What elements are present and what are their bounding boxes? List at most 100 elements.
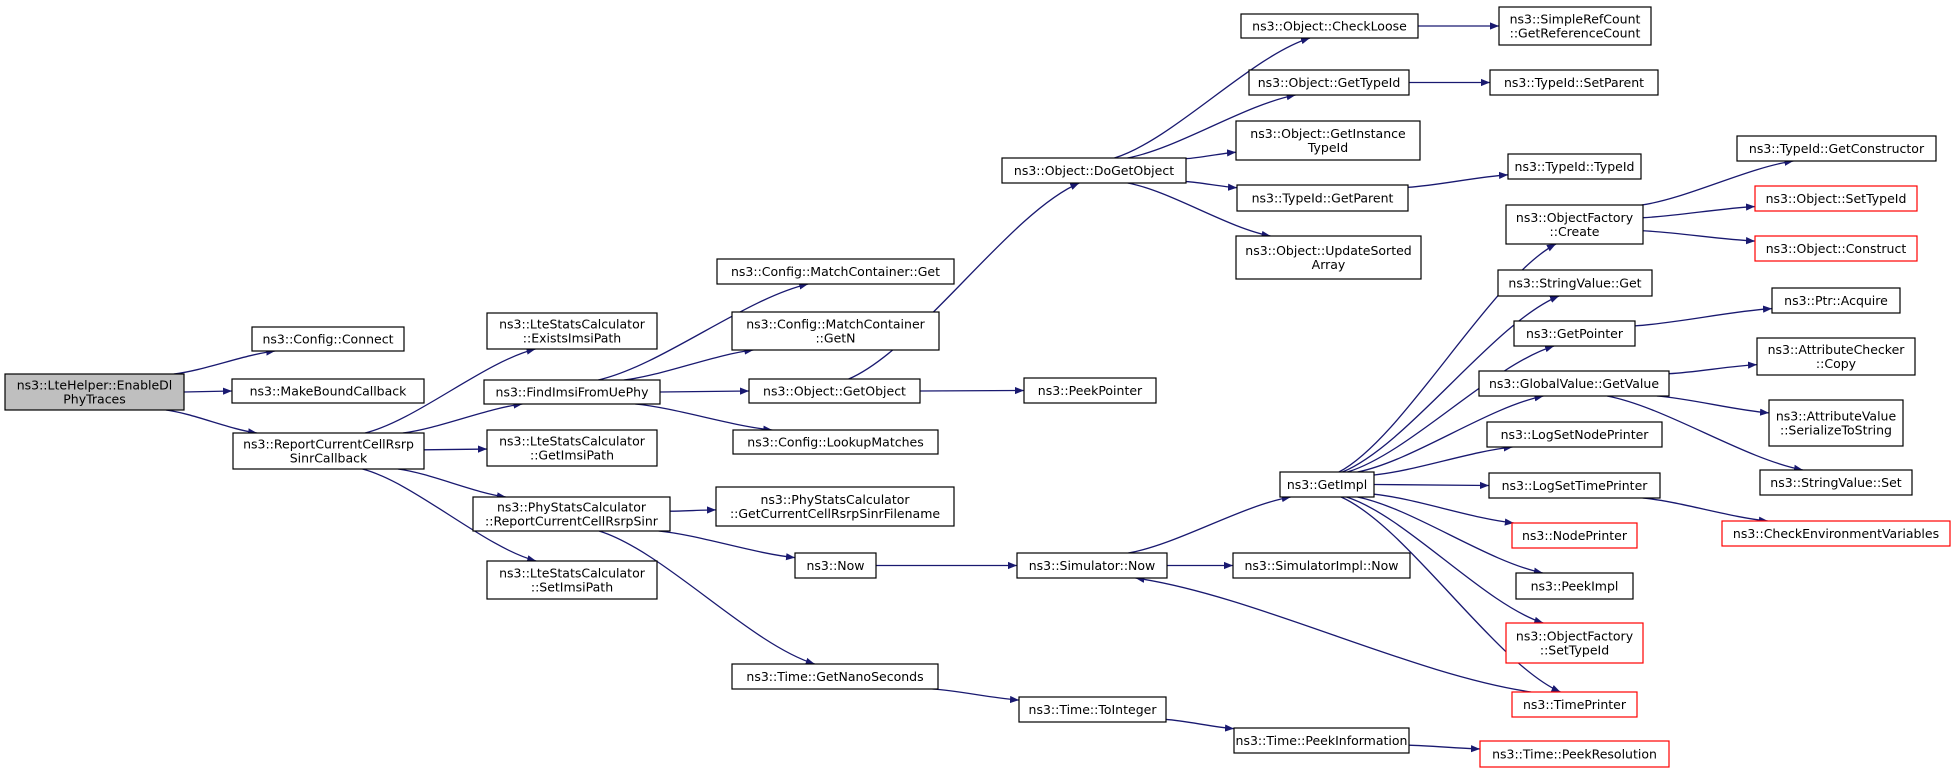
node-av-serialize[interactable]: ns3::AttributeValue::SerializeToString — [1768, 399, 1904, 447]
edge-line — [1357, 394, 1544, 473]
edge-line — [362, 468, 537, 563]
node-label: ns3::ObjectFactory — [1516, 629, 1634, 644]
edge-line — [1340, 496, 1561, 693]
node-label: ns3::GetPointer — [1526, 326, 1624, 341]
node-exists-imsi[interactable]: ns3::LteStatsCalculator::ExistsImsiPath — [486, 312, 658, 350]
edge-report-cb-to-get-imsi-path — [423, 445, 488, 453]
node-of-set-type-id[interactable]: ns3::ObjectFactory::SetTypeId — [1505, 622, 1644, 664]
node-phy-report[interactable]: ns3::PhyStatsCalculator::ReportCurrentCe… — [472, 496, 671, 532]
node-box — [1233, 727, 1410, 754]
node-to-integer[interactable]: ns3::Time::ToInteger — [1018, 696, 1167, 723]
edge-line — [932, 688, 1020, 704]
edge-line — [1347, 345, 1555, 473]
node-sim-now[interactable]: ns3::Simulator::Now — [1016, 552, 1168, 579]
node-now[interactable]: ns3::Now — [794, 552, 877, 579]
node-tid-get-parent[interactable]: ns3::TypeId::GetParent — [1236, 184, 1409, 212]
node-tid-get-ctor[interactable]: ns3::TypeId::GetConstructor — [1736, 135, 1937, 162]
node-get-impl[interactable]: ns3::GetImpl — [1279, 471, 1375, 498]
node-get-nano[interactable]: ns3::Time::GetNanoSeconds — [731, 663, 939, 690]
node-box — [1754, 185, 1918, 212]
node-label: ::SetImsiPath — [531, 580, 613, 595]
edge-line — [658, 530, 796, 561]
edge-get-pointer-to-ptr-acquire — [1634, 305, 1773, 327]
node-label: ns3::Ptr::Acquire — [1784, 293, 1888, 308]
node-label: ns3::Time::ToInteger — [1029, 702, 1158, 717]
node-sim-impl-now[interactable]: ns3::SimulatorImpl::Now — [1232, 552, 1411, 579]
node-box — [1497, 269, 1653, 297]
node-mc-get-n[interactable]: ns3::Config::MatchContainer::GetN — [731, 311, 940, 351]
node-box — [486, 312, 658, 350]
edge-line — [1357, 496, 1543, 575]
node-ac-copy[interactable]: ns3::AttributeChecker::Copy — [1756, 337, 1916, 376]
edge-root-to-make-bound — [183, 387, 233, 395]
node-find-imsi[interactable]: ns3::FindImsiFromUePhy — [483, 379, 661, 405]
edge-line — [423, 445, 488, 453]
node-label: ns3::FindImsiFromUePhy — [496, 385, 650, 400]
edge-line — [598, 530, 815, 665]
node-obj-get-type-id[interactable]: ns3::Object::GetTypeId — [1248, 69, 1410, 96]
node-box — [1511, 522, 1638, 549]
edge-line — [1656, 395, 1770, 416]
node-label: ::SerializeToString — [1780, 423, 1892, 438]
node-peek-impl[interactable]: ns3::PeekImpl — [1515, 572, 1634, 600]
node-box — [1759, 469, 1913, 496]
node-peek-resolution[interactable]: ns3::Time::PeekResolution — [1479, 740, 1670, 768]
edge-do-get-object-to-obj-get-type-id — [1127, 93, 1296, 159]
node-of-create[interactable]: ns3::ObjectFactory::Create — [1505, 204, 1644, 245]
edge-line — [1342, 295, 1560, 473]
node-obj-get-object[interactable]: ns3::Object::GetObject — [748, 378, 921, 404]
node-get-ref-count[interactable]: ns3::SimpleRefCount::GetReferenceCount — [1498, 6, 1652, 46]
node-box — [1016, 552, 1168, 579]
node-label: ns3::LteStatsCalculator — [499, 434, 646, 449]
node-box — [1736, 135, 1937, 162]
node-label: ::SetTypeId — [1540, 643, 1609, 658]
node-make-bound[interactable]: ns3::MakeBoundCallback — [231, 378, 425, 404]
edge-line — [1642, 203, 1756, 219]
node-set-imsi-path[interactable]: ns3::LteStatsCalculator::SetImsiPath — [486, 560, 658, 600]
node-box — [1001, 157, 1187, 184]
node-lookup-matches[interactable]: ns3::Config::LookupMatches — [732, 429, 939, 455]
node-ptr-acquire[interactable]: ns3::Ptr::Acquire — [1771, 287, 1901, 314]
node-check-loose[interactable]: ns3::Object::CheckLoose — [1240, 13, 1419, 39]
node-label: ns3::SimpleRefCount — [1510, 12, 1641, 27]
edge-gv-get-value-to-sv-set — [1606, 395, 1804, 472]
node-label: ::GetReferenceCount — [1510, 26, 1641, 41]
node-label: ns3::LteStatsCalculator — [499, 566, 646, 581]
node-label: SinrCallback — [290, 451, 368, 466]
node-time-printer[interactable]: ns3::TimePrinter — [1511, 691, 1638, 718]
node-sv-set[interactable]: ns3::StringValue::Set — [1759, 469, 1913, 496]
node-label: PhyTraces — [63, 392, 126, 407]
node-sv-get[interactable]: ns3::StringValue::Get — [1497, 269, 1653, 297]
node-check-env[interactable]: ns3::CheckEnvironmentVariables — [1721, 520, 1951, 547]
node-label: ns3::MakeBoundCallback — [250, 384, 408, 399]
node-get-imsi-path[interactable]: ns3::LteStatsCalculator::GetImsiPath — [486, 429, 658, 467]
node-peek-info[interactable]: ns3::Time::PeekInformation — [1233, 727, 1410, 754]
node-tid-set-parent[interactable]: ns3::TypeId::SetParent — [1489, 69, 1659, 96]
node-label: ns3::ObjectFactory — [1516, 210, 1634, 225]
node-cfg-connect[interactable]: ns3::Config::Connect — [251, 326, 405, 352]
edge-line — [1114, 37, 1311, 159]
node-obj-set-type-id[interactable]: ns3::Object::SetTypeId — [1754, 185, 1918, 212]
node-tid-type-id[interactable]: ns3::TypeId::TypeId — [1507, 153, 1642, 180]
node-peek-pointer[interactable]: ns3::PeekPointer — [1023, 377, 1157, 404]
node-get-pointer[interactable]: ns3::GetPointer — [1513, 320, 1636, 347]
node-box — [486, 429, 658, 467]
node-label: ns3::Object::GetInstance — [1250, 126, 1406, 141]
edge-of-create-to-obj-construct — [1642, 230, 1756, 245]
node-log-time-printer[interactable]: ns3::LogSetTimePrinter — [1488, 472, 1661, 499]
node-label: ns3::PhyStatsCalculator — [760, 492, 910, 507]
edge-line — [1346, 496, 1544, 624]
node-log-node-printer[interactable]: ns3::LogSetNodePrinter — [1486, 421, 1663, 448]
edge-line — [1373, 444, 1513, 476]
node-gv-get-value[interactable]: ns3::GlobalValue::GetValue — [1478, 370, 1670, 397]
node-label: ns3::TimePrinter — [1523, 697, 1627, 712]
node-do-get-object[interactable]: ns3::Object::DoGetObject — [1001, 157, 1187, 184]
node-node-printer[interactable]: ns3::NodePrinter — [1511, 522, 1638, 549]
node-obj-construct[interactable]: ns3::Object::Construct — [1754, 235, 1918, 262]
node-mc-get[interactable]: ns3::Config::MatchContainer::Get — [716, 258, 955, 285]
node-get-filename[interactable]: ns3::PhyStatsCalculator::GetCurrentCellR… — [715, 486, 955, 527]
